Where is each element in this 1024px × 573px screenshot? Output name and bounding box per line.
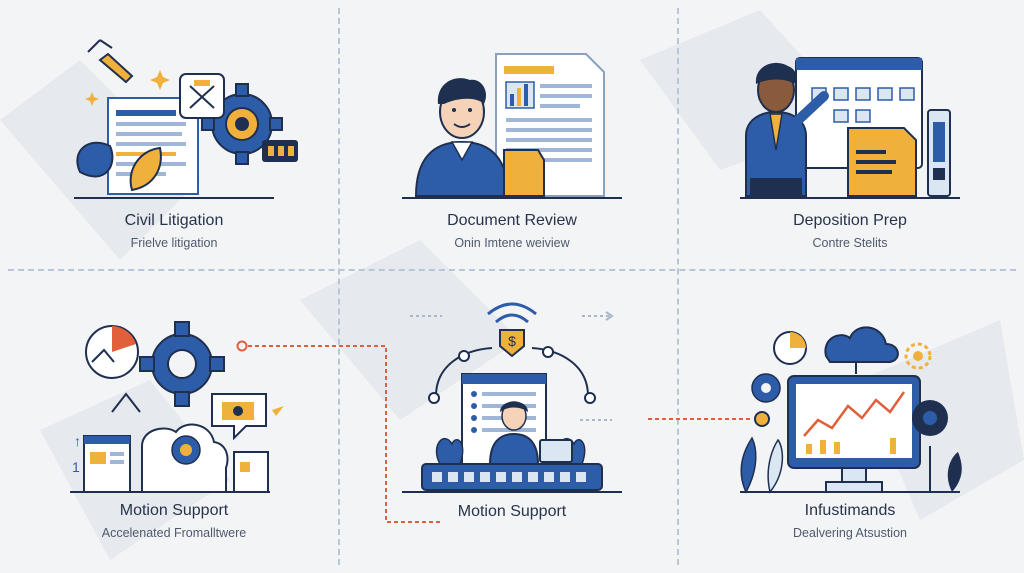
service-card[interactable]: Document Review Onin Imtene weiview: [352, 0, 672, 265]
gear-cloud-icon: ↑ 1: [70, 321, 284, 493]
card-title: Document Review: [447, 212, 577, 229]
row-divider: [8, 269, 1016, 271]
card-title: Infustimands: [804, 502, 896, 519]
card-subtitle: Onin Imtene weiview: [454, 236, 570, 250]
wrench-gear-icon: [74, 39, 298, 199]
service-card[interactable]: Civil Litigation Frielve litigation: [14, 0, 334, 265]
column-divider: [338, 8, 340, 565]
document-reviewer-icon: [402, 53, 622, 199]
card-subtitle: Contre Stelits: [812, 236, 888, 250]
laptop-worker-icon: $: [402, 302, 622, 493]
card-title: Civil Litigation: [124, 212, 224, 229]
card-subtitle: Accelenated Fromalltwere: [101, 526, 247, 540]
svg-text:↑: ↑: [74, 433, 81, 449]
monitor-chart-icon: [740, 326, 962, 494]
card-subtitle: Frielve litigation: [130, 236, 218, 250]
svg-text:$: $: [508, 333, 516, 349]
card-title: Motion Support: [119, 502, 229, 519]
column-divider: [677, 8, 679, 565]
svg-text:1: 1: [72, 459, 80, 475]
card-title: Deposition Prep: [793, 212, 907, 229]
card-subtitle: Dealvering Atsustion: [793, 526, 907, 540]
service-card[interactable]: Deposition Prep Contre Stelits: [690, 0, 1010, 265]
service-card[interactable]: ↑ 1 Motion Support Accelenated Fromalltw…: [14, 296, 334, 566]
card-title: Motion Support: [457, 503, 567, 520]
service-card[interactable]: Infustimands Dealvering Atsustion: [690, 296, 1010, 566]
presenter-board-icon: [740, 57, 960, 199]
service-card[interactable]: $ Motion: [352, 296, 672, 566]
